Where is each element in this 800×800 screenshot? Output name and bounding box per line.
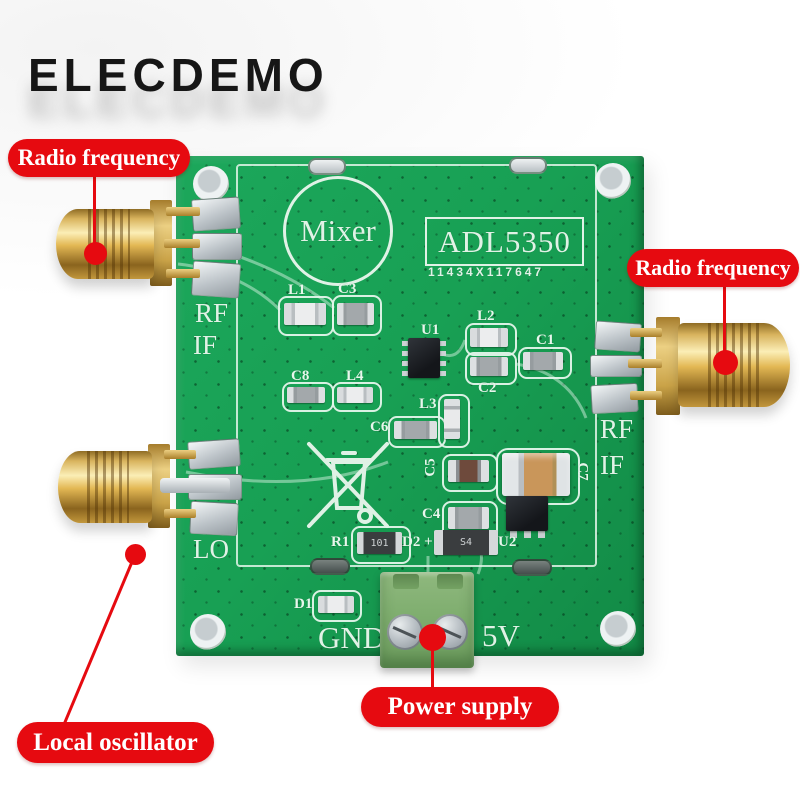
mounting-hole-bottom-right — [600, 611, 636, 647]
connector-barrel — [58, 451, 152, 523]
annotation-line-rf-left — [93, 175, 96, 245]
component-ref-d1: D1 — [294, 596, 313, 612]
connector-center-pin — [160, 478, 230, 493]
u2-leg-bottom-2 — [524, 530, 531, 538]
component-body-l1 — [284, 303, 326, 325]
pad-bottom-right — [512, 559, 552, 576]
component-body-l2 — [470, 328, 508, 347]
annotation-dot-lo — [125, 544, 146, 565]
component-outline-c3 — [332, 295, 382, 336]
connector-leg — [164, 239, 200, 248]
mounting-hole-top-left — [193, 166, 229, 202]
u2-leg-bottom-3 — [538, 530, 545, 538]
component-body-d2: S4 — [434, 530, 498, 555]
component-ref-l3: L3 — [419, 396, 437, 412]
edge-pad-top-left — [308, 158, 346, 175]
component-body-u1 — [408, 338, 440, 378]
component-ref-c1: C1 — [536, 332, 555, 348]
screw-slot — [392, 625, 418, 639]
chip-model-label: ADL5350 — [438, 223, 571, 259]
connector-leg — [628, 359, 662, 368]
annotation-dot-rf-right — [713, 350, 738, 375]
component-outline-r1 — [351, 526, 411, 564]
annotation-dot-rf-left — [84, 242, 107, 265]
component-body-l4 — [337, 387, 373, 403]
component-ref-c2: C2 — [478, 380, 497, 396]
port-if-left: IF — [193, 330, 218, 360]
solder-pad — [189, 500, 239, 537]
u2-leg-bottom-1 — [510, 530, 517, 538]
annotation-rf-left: Radio frequency — [8, 139, 190, 177]
component-body-u2 — [506, 496, 548, 531]
weee-crossed-bin-icon — [307, 442, 389, 528]
serial-number: 11434X117647 — [428, 265, 545, 279]
component-ref-c4: C4 — [422, 506, 441, 522]
power-terminal-block — [380, 572, 474, 668]
component-ref-u1: U1 — [421, 322, 440, 338]
port-5v: 5V — [482, 618, 520, 653]
connector-leg — [166, 269, 200, 278]
component-body-c4 — [448, 507, 489, 529]
u1-pins-right — [439, 341, 446, 377]
connector-leg — [164, 450, 196, 459]
pcb-board: Mixer ADL5350 11434X117647 RF IF RF IF L… — [176, 156, 644, 668]
component-body-l3 — [444, 399, 460, 439]
component-outline-l4 — [332, 382, 382, 412]
port-if-right: IF — [600, 450, 625, 480]
terminal-tab-left — [393, 574, 419, 589]
component-body-r1: 101 — [357, 532, 402, 554]
annotation-line-rf-right — [723, 285, 726, 353]
u1-pins-left — [402, 341, 409, 377]
annotation-power-supply: Power supply — [361, 687, 559, 727]
port-rf-right: RF — [600, 414, 634, 444]
component-ref-c6: C6 — [370, 419, 389, 435]
solder-pad — [190, 260, 242, 299]
port-gnd: GND — [318, 620, 386, 655]
component-body-c7 — [502, 453, 570, 496]
component-ref-l1: L1 — [288, 282, 306, 298]
connector-leg — [164, 509, 196, 518]
component-ref-l2: L2 — [477, 308, 495, 324]
annotation-line-lo — [63, 555, 136, 724]
component-outline-d1 — [312, 590, 362, 622]
component-ref-c3: C3 — [338, 281, 357, 297]
component-body-c3 — [337, 303, 374, 325]
edge-pad-top-right — [509, 157, 547, 174]
component-ref-c5: C5 — [422, 458, 439, 477]
port-lo: LO — [193, 534, 229, 564]
annotation-local-oscillator: Local oscillator — [17, 722, 214, 763]
component-body-c5 — [448, 460, 489, 482]
terminal-screw-gnd[interactable] — [387, 614, 423, 650]
port-rf-left: RF — [195, 298, 229, 328]
component-body-c2 — [470, 357, 508, 376]
connector-barrel — [56, 209, 154, 279]
component-ref-r1: R1 — [331, 534, 350, 550]
connector-flange — [150, 200, 172, 286]
component-ref-d2: D2 + — [402, 534, 433, 550]
annotation-dot-power — [419, 624, 446, 651]
connector-leg — [630, 391, 662, 400]
component-ref-c8: C8 — [291, 368, 310, 384]
brand-logo: ELECDEMO — [28, 49, 329, 101]
component-body-c1 — [523, 352, 563, 370]
chip-model-box: ADL5350 — [425, 217, 584, 266]
annotation-rf-right: Radio frequency — [627, 249, 799, 287]
mixer-circle: Mixer — [283, 176, 393, 286]
annotation-line-power — [431, 645, 434, 689]
connector-threads — [82, 451, 130, 523]
component-body-d1 — [318, 596, 354, 613]
connector-flange — [148, 444, 170, 528]
mounting-hole-bottom-left — [190, 614, 226, 650]
component-body-c6 — [394, 421, 437, 439]
connector-leg — [630, 328, 662, 337]
pad-bottom-left — [310, 558, 350, 575]
terminal-tab-right — [437, 574, 463, 589]
component-ref-c7: C7 — [574, 462, 591, 481]
connector-leg — [166, 207, 200, 216]
mixer-label: Mixer — [300, 213, 376, 248]
component-body-c8 — [287, 387, 325, 403]
component-ref-u2: U2 — [498, 534, 517, 550]
component-ref-l4: L4 — [346, 368, 364, 384]
mounting-hole-top-right — [595, 163, 631, 199]
